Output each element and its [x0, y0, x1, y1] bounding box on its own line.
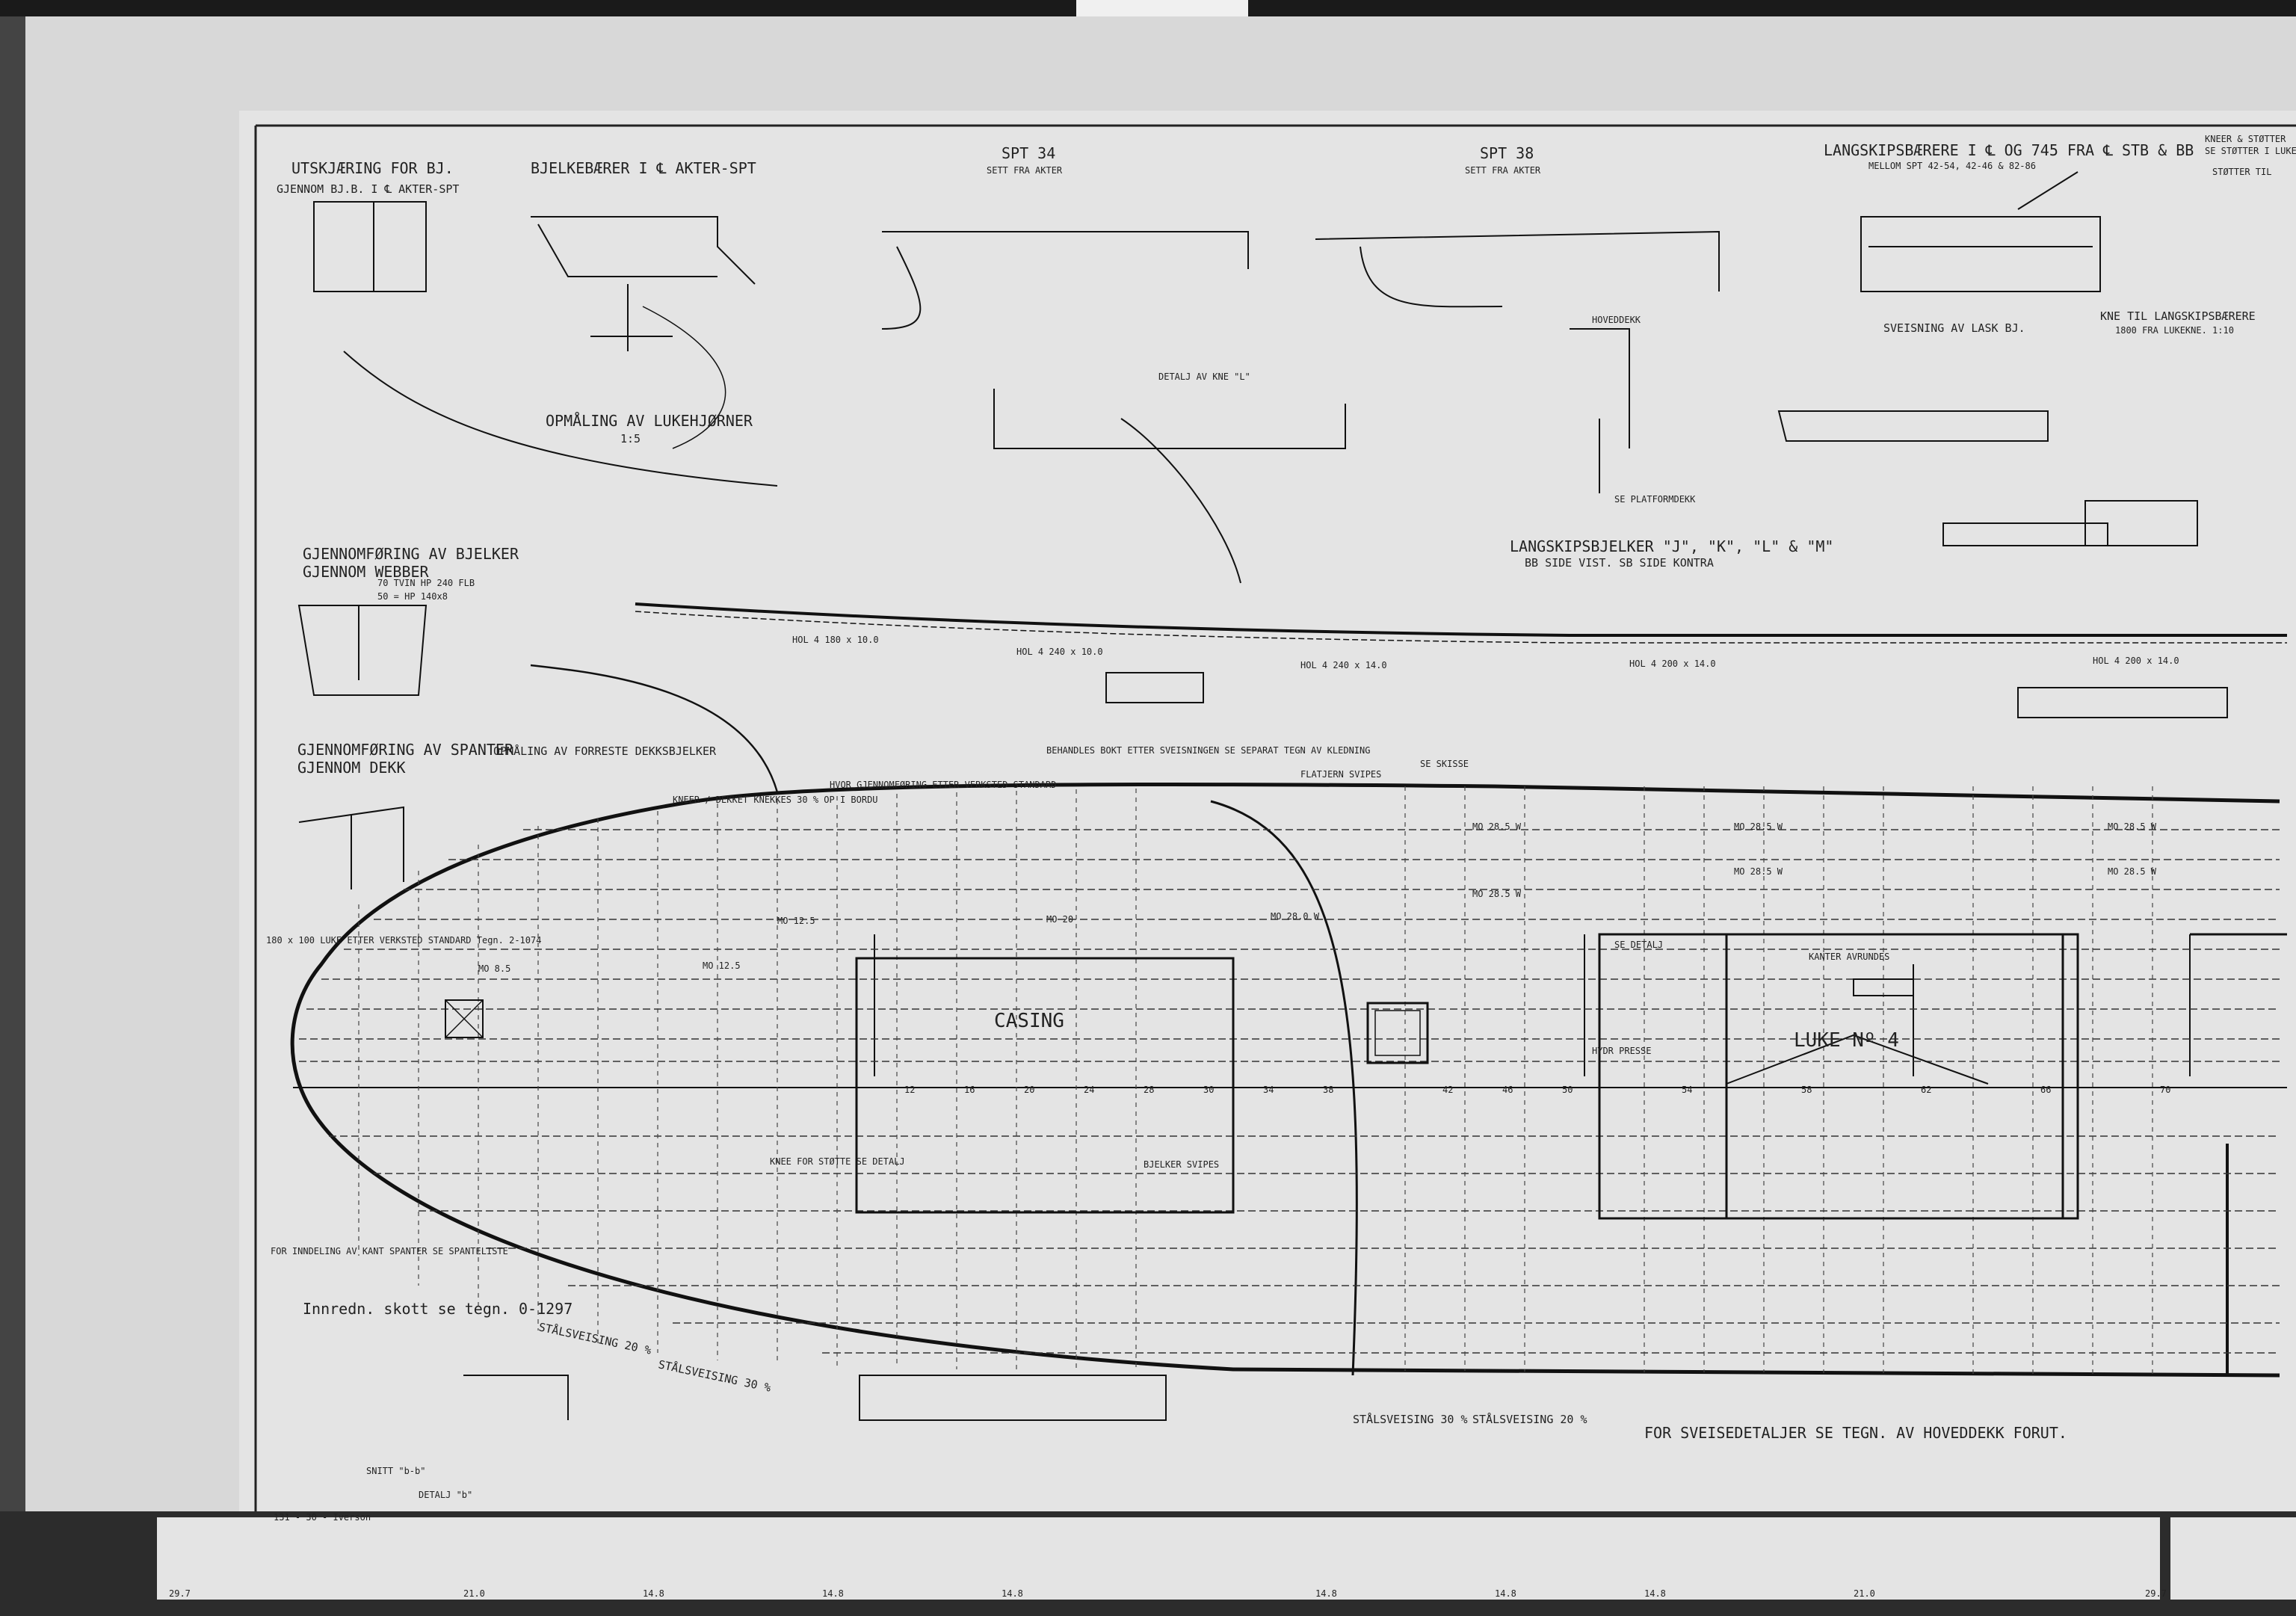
deck-label: MO 28.5 W — [1472, 889, 1522, 899]
label-se-skisse: SE SKISSE — [1420, 759, 1469, 769]
frame-number: 34 — [1263, 1085, 1274, 1095]
beam-label: HOL 4 240 x 10.0 — [1016, 647, 1103, 657]
label-hyde-presse: HYDR PRESSE — [1592, 1046, 1651, 1056]
deck-label: MO 28.5 W — [1472, 821, 1522, 832]
beam-label: HOL 4 180 x 10.0 — [792, 635, 879, 645]
title-se-stotter: SE STØTTER I LUKEN — [2205, 146, 2296, 156]
title-langskipsbaerere: LANGSKIPSBÆRERE I ℄ OG 745 FRA ℄ STB & B… — [1824, 141, 2194, 159]
ruler-mark: 29.7 — [2145, 1588, 2167, 1599]
frame-number: 62 — [1921, 1085, 1931, 1095]
title-langskipsbaerere-sub: MELLOM SPT 42-54, 42-46 & 82-86 — [1868, 161, 2036, 171]
deck-label: MO 28.0 W — [1271, 911, 1320, 922]
label-luke4: LUKE Nº 4 — [1794, 1029, 1899, 1052]
beam-label: HOL 4 200 x 14.0 — [1629, 659, 1716, 669]
label-kanter-avrundes: KANTER AVRUNDES — [1809, 952, 1889, 962]
beam-label: HOL 4 200 x 14.0 — [2093, 656, 2179, 666]
drawing-paper — [239, 111, 2296, 1523]
label-casing: CASING — [994, 1010, 1064, 1032]
title-utskjaering: UTSKJÆRING FOR BJ. — [291, 159, 454, 177]
ruler-mark: 14.8 — [1644, 1588, 1666, 1599]
label-se-detalj: SE DETALJ — [1614, 940, 1663, 950]
frame-number: 16 — [964, 1085, 975, 1095]
title-langskipsbjelker-sub: BB SIDE VIST. SB SIDE KONTRA — [1525, 556, 1714, 570]
title-langskipsbjelker: LANGSKIPSBJELKER "J", "K", "L" & "M" — [1510, 537, 1833, 555]
label-detalj-b: DETALJ "b" — [419, 1490, 472, 1500]
title-opmaling-forreste: OPMÅLING AV FORRESTE DEKKSBJELKER — [493, 744, 717, 758]
bottom-label: 131 - 30 - Iverson — [274, 1512, 371, 1523]
deck-label: MO 28.5 W — [1734, 821, 1783, 832]
label-detalj-kne: DETALJ AV KNE "L" — [1158, 371, 1250, 382]
note-webber-2: 50 = HP 140x8 — [377, 591, 448, 602]
title-spt38: SPT 38 — [1480, 144, 1534, 162]
title-gjennomforing-bjelker: GJENNOMFØRING AV BJELKER — [303, 545, 519, 563]
frame-number: 54 — [1682, 1085, 1692, 1095]
frame-number: 30 — [1203, 1085, 1214, 1095]
deck-label: MO 28.5 W — [1734, 866, 1783, 877]
title-stotter-til: STØTTER TIL — [2212, 167, 2271, 177]
ruler-mark: 21.0 — [463, 1588, 485, 1599]
deck-label: MO 8.5 — [478, 963, 510, 974]
label-knee-detail: KNEE FOR STØTTE SE DETALJ — [770, 1156, 905, 1167]
deck-label: MO 28.5 W — [2108, 821, 2157, 832]
ruler-mark: 14.8 — [643, 1588, 664, 1599]
label-snitt: SNITT "b-b" — [366, 1466, 425, 1476]
title-utskjaering-sub: GJENNOM BJ.B. I ℄ AKTER-SPT — [277, 182, 459, 196]
ruler-mark: 14.8 — [1495, 1588, 1516, 1599]
note-beh: BEHANDLES BOKT ETTER SVEISNINGEN SE SEPA… — [1046, 745, 1370, 756]
frame-number: 24 — [1084, 1085, 1094, 1095]
title-gjennom-dekk: GJENNOM DEKK — [297, 759, 406, 777]
title-kne-langskip: KNE TIL LANGSKIPSBÆRERE — [2100, 309, 2256, 323]
title-sveisning: SVEISNING AV LASK BJ. — [1883, 321, 2025, 335]
luke4-outline — [1598, 933, 2079, 1220]
ruler-mark: 29.7 — [169, 1588, 191, 1599]
title-gjennomforing-spanter: GJENNOMFØRING AV SPANTER — [297, 741, 514, 759]
note-knee: KNEER / DEKKET KNEKKES 30 % OP I BORDU — [673, 795, 878, 805]
deck-grid — [299, 829, 2280, 1354]
deck-label: MO 20 — [1046, 914, 1073, 925]
label-hoveddekk: HOVEDDEKK — [1592, 315, 1641, 325]
label-bjelker-svipes: BJELKER SVIPES — [1144, 1159, 1219, 1170]
longitudinal-beam — [635, 602, 2287, 644]
label-staal-4: STÅLSVEISING 20 % — [1472, 1412, 1587, 1426]
note-gjennomforing: HVOR GJENNOMFØRING ETTER VERKSTED STANDA… — [830, 780, 1056, 790]
note-webber-1: 70 TVIN HP 240 FLB — [377, 578, 475, 588]
note-innredn: Innredn. skott se tegn. 0-1297 — [303, 1300, 573, 1318]
label-staal-3: STÅLSVEISING 30 % — [1353, 1412, 1468, 1426]
title-spt34: SPT 34 — [1002, 144, 1055, 162]
deck-label: MO 28.5 W — [2108, 866, 2157, 877]
ruler-mark: 14.8 — [1315, 1588, 1337, 1599]
deck-label: MO 12.5 — [777, 916, 815, 926]
title-spt38-sub: SETT FRA AKTER — [1465, 165, 1541, 176]
frame-number: 28 — [1144, 1085, 1154, 1095]
frame-number: 12 — [904, 1085, 915, 1095]
ruler-mark: 14.8 — [1002, 1588, 1023, 1599]
frame-number: 46 — [1502, 1085, 1513, 1095]
title-opmaling-lukehjorner: OPMÅLING AV LUKEHJØRNER — [546, 412, 753, 430]
casing-outline — [855, 957, 1235, 1214]
title-bjelkebaerer: BJELKEBÆRER I ℄ AKTER-SPT — [531, 159, 756, 177]
deck-label: MO 12.5 — [703, 960, 741, 971]
frame-number: 42 — [1442, 1085, 1453, 1095]
title-spt34-sub: SETT FRA AKTER — [987, 165, 1063, 176]
label-platformdekk: SE PLATFORMDEKK — [1614, 494, 1696, 505]
ruler-mark: 14.8 — [822, 1588, 844, 1599]
title-gjennom-webber: GJENNOM WEBBER — [303, 563, 430, 581]
note-for-inndeling: FOR INNDELING AV KANT SPANTER SE SPANTEL… — [271, 1246, 508, 1256]
frame-number: 70 — [2160, 1085, 2170, 1095]
frame-number: 66 — [2040, 1085, 2051, 1095]
label-flatjern: FLATJERN SVIPES — [1300, 769, 1381, 780]
scale-1-5: 1:5 — [620, 432, 641, 445]
frame-number: 38 — [1323, 1085, 1333, 1095]
title-kne-langskip-sub: 1800 FRA LUKEKNE. 1:10 — [2115, 325, 2234, 336]
lukehjorner-curve — [343, 351, 778, 487]
ruler-mark: 21.0 — [1854, 1588, 1875, 1599]
note-luke: 180 x 100 LUKE ETTER VERKSTED STANDARD T… — [266, 935, 541, 946]
beam-label: HOL 4 240 x 14.0 — [1300, 660, 1387, 670]
frame-number: 50 — [1562, 1085, 1573, 1095]
footer-note: FOR SVEISEDETALJER SE TEGN. AV HOVEDDEKK… — [1644, 1424, 2067, 1442]
title-kneer-stotter: KNEER & STØTTER — [2205, 134, 2286, 144]
frame-number: 20 — [1024, 1085, 1034, 1095]
frame-number: 58 — [1801, 1085, 1812, 1095]
